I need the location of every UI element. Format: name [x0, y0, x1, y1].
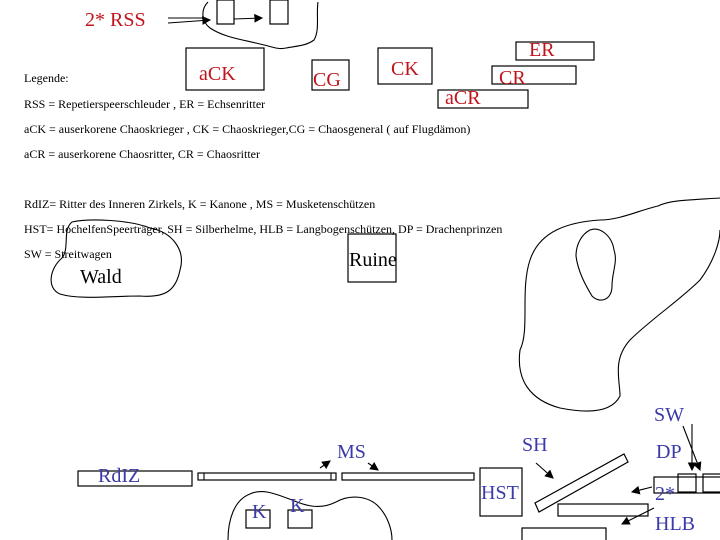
- legend-line: RSS = Repetierspeerschleuder , ER = Echs…: [24, 97, 265, 111]
- ms-arrow-left: [319, 460, 331, 470]
- er-box[interactable]: [515, 41, 595, 61]
- dp-box[interactable]: [653, 476, 720, 494]
- cr-box[interactable]: [491, 65, 577, 85]
- ack-box[interactable]: [185, 47, 265, 91]
- hlb-arrow-2: [621, 507, 655, 525]
- ms-label: MS: [337, 441, 366, 463]
- wald-label: Wald: [80, 266, 122, 288]
- ck-box[interactable]: [377, 47, 433, 85]
- cr-label: CR: [499, 67, 526, 89]
- rss-move-arrow: [233, 13, 264, 23]
- sw-label: SW: [654, 404, 684, 426]
- legend-line: HST= HochelfenSpeerträger, SH = Silberhe…: [24, 222, 502, 236]
- k-hill-outline: [227, 491, 393, 540]
- ck-label: CK: [391, 58, 419, 80]
- sh-box[interactable]: [534, 453, 629, 513]
- k-label-1: K: [252, 501, 267, 523]
- k-box-1[interactable]: [245, 509, 271, 529]
- legend-line: RdIZ= Ritter des Inneren Zirkels, K = Ka…: [24, 197, 375, 211]
- ruine-label: Ruine: [349, 249, 397, 271]
- ack-label: aCK: [199, 63, 236, 85]
- legend-line: aCK = auserkorene Chaoskrieger , CK = Ch…: [24, 122, 470, 136]
- hlb-box-1[interactable]: [557, 503, 649, 517]
- cg-label: CG: [313, 69, 341, 91]
- wald-outline: [50, 219, 182, 298]
- ruine-box: [347, 233, 397, 283]
- rss-arrow: [167, 16, 212, 25]
- legend-line: aCR = auserkorene Chaosritter, CR = Chao…: [24, 147, 260, 161]
- legend-title: Legende:: [24, 71, 69, 85]
- sw-box-1[interactable]: [677, 473, 697, 493]
- rss-box-2[interactable]: [269, 0, 289, 25]
- sw-box-2[interactable]: [702, 473, 720, 493]
- rdiz-box[interactable]: [77, 470, 193, 487]
- acr-label: aCR: [445, 87, 481, 109]
- hill-outline: [518, 197, 720, 412]
- k-label-2: K: [290, 495, 305, 517]
- rdiz-label: RdIZ: [98, 465, 140, 487]
- hlb-box-2[interactable]: [521, 527, 607, 540]
- hlb-arrow-1: [630, 485, 653, 495]
- k-box-2[interactable]: [287, 509, 313, 529]
- sh-arrow: [535, 462, 554, 479]
- hlb-label: HLB: [655, 513, 695, 535]
- rss-label: 2* RSS: [85, 9, 146, 31]
- sh-label: SH: [522, 434, 548, 456]
- dp-label: DP: [656, 441, 682, 463]
- er-label: ER: [529, 39, 555, 61]
- cg-box[interactable]: [311, 59, 350, 91]
- ms-box-1[interactable]: [197, 472, 337, 481]
- ms-box-2[interactable]: [341, 472, 475, 481]
- acr-box[interactable]: [437, 89, 529, 109]
- ms-arrow-right: [367, 461, 379, 471]
- hill-inner-outline: [575, 228, 616, 301]
- legend-line: SW = Streitwagen: [24, 247, 112, 261]
- hst-label: HST: [481, 482, 519, 504]
- hlb-count-label: 2*: [655, 483, 675, 505]
- top-woods-outline: [202, 1, 319, 50]
- hst-box[interactable]: [479, 467, 523, 517]
- rss-box-1[interactable]: [216, 0, 235, 25]
